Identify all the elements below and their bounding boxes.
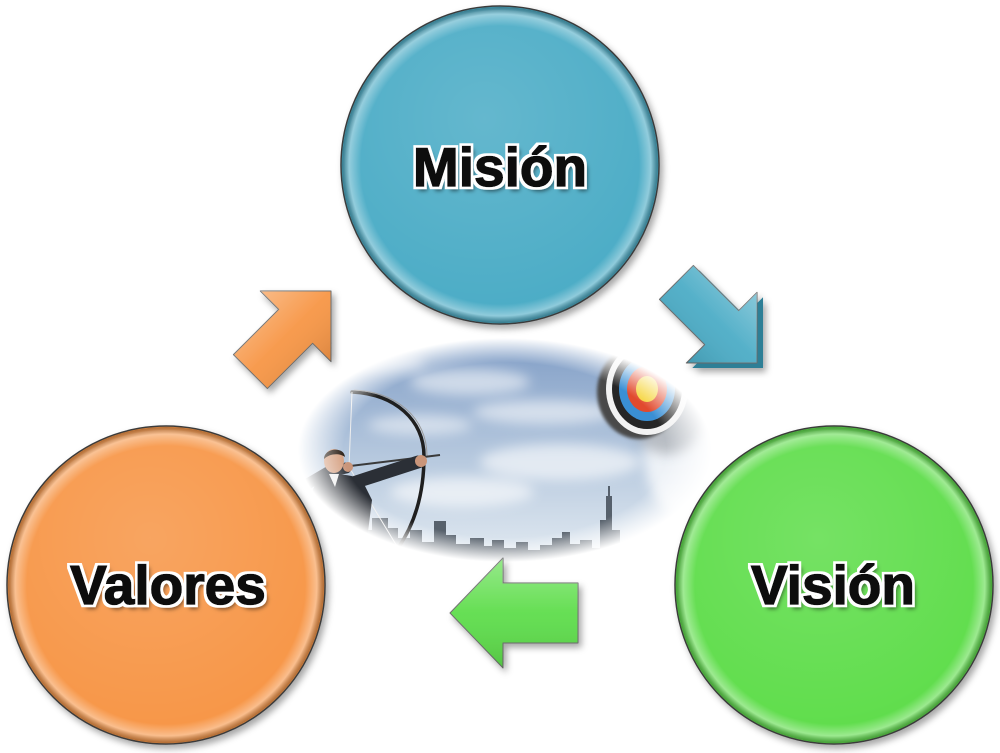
- cloud: [473, 400, 617, 424]
- cloud: [368, 415, 472, 435]
- node-mision: Misión: [340, 5, 660, 325]
- bow-highlight: [353, 389, 428, 457]
- node-valores-label: Valores: [70, 554, 266, 616]
- cloud: [410, 369, 530, 395]
- cloud: [390, 477, 534, 507]
- drawing-hand: [343, 462, 353, 472]
- extended-arm: [349, 455, 425, 489]
- suit-jacket: [306, 474, 372, 548]
- node-valores: Valores: [6, 425, 326, 745]
- node-mision-gloss: [345, 10, 655, 320]
- bow-hand: [415, 455, 427, 467]
- node-vision-label: Visión: [751, 554, 915, 616]
- arrow-valores-to-mision-gloss: [233, 290, 332, 389]
- arrow-vision-to-valores: [449, 557, 579, 669]
- archer-hair: [324, 449, 345, 459]
- shirt-collar: [329, 474, 339, 487]
- archer-businessman: [298, 389, 441, 550]
- arrow-mision-to-vision-gloss: [659, 265, 758, 364]
- cloud: [345, 352, 425, 372]
- target-bullseye: [636, 376, 658, 402]
- city-skyline: [362, 486, 645, 570]
- central-photo: [290, 330, 740, 570]
- arrow-mision-to-vision: [658, 264, 764, 369]
- node-vision-gloss: [679, 430, 989, 740]
- node-mision-label: Misión: [413, 136, 587, 198]
- node-valores-gloss: [11, 430, 321, 740]
- arrow-valores-to-mision: [232, 290, 332, 390]
- node-vision: Visión: [674, 425, 994, 745]
- arrow-vision-to-valores-gloss: [450, 558, 578, 668]
- target-icon: [597, 343, 708, 454]
- cloud: [480, 444, 640, 480]
